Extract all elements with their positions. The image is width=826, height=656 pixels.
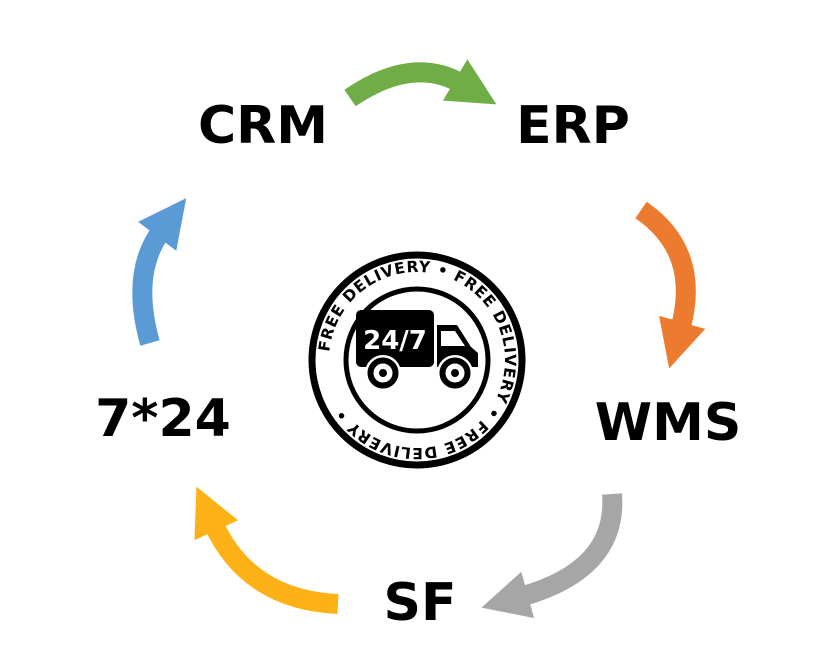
- truck-24-7-label: 24/7: [363, 326, 427, 356]
- node-7x24: 7*24: [95, 389, 231, 449]
- arrow-wms-to-sf: [481, 493, 623, 619]
- arrow-crm-to-erp: [344, 59, 497, 107]
- node-erp: ERP: [516, 96, 630, 156]
- truck-cargo-box: [356, 310, 434, 367]
- truck-rear-hub: [379, 369, 387, 377]
- node-crm: CRM: [198, 96, 328, 156]
- free-delivery-badge: FREE DELIVERY • FREE DELIVERY • FREE DEL…: [308, 251, 526, 469]
- arrow-sf-to-support: [194, 486, 339, 614]
- arrow-support-to-crm: [132, 198, 187, 346]
- truck-front-hub: [451, 369, 459, 377]
- delivery-truck-icon: 24/7: [356, 310, 478, 391]
- node-wms: WMS: [595, 393, 742, 453]
- arrow-erp-to-wms: [635, 201, 706, 369]
- truck-window: [441, 331, 465, 346]
- node-sf: SF: [384, 573, 457, 633]
